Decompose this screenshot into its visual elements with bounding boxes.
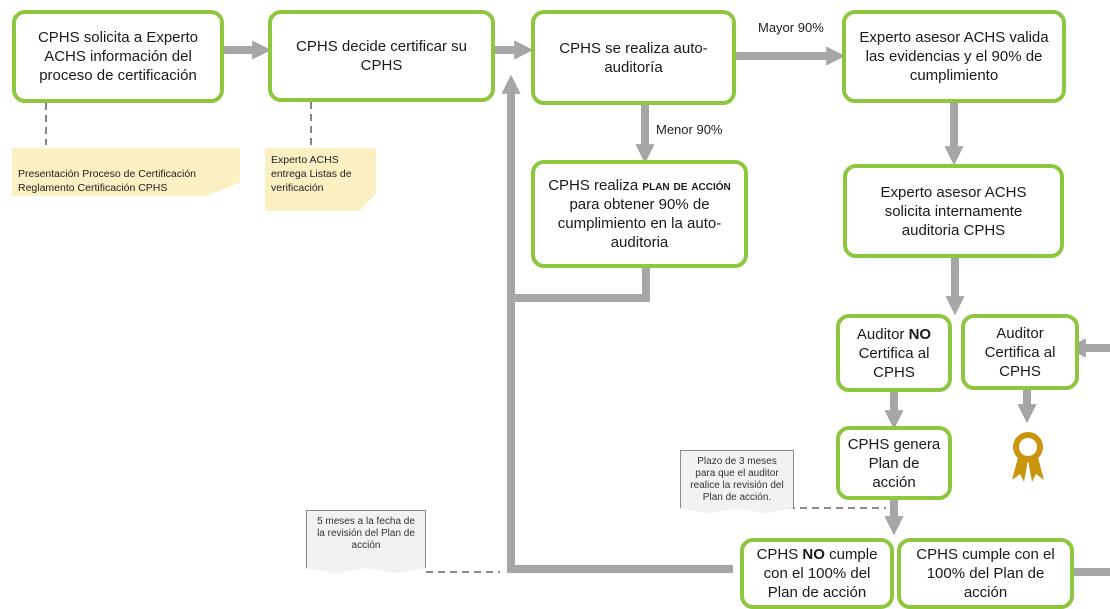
box-auditor-no-certifica: Auditor NO Certifica al CPHS [836,314,952,392]
box-auditor-certifica: Auditor Certifica al CPHS [961,314,1079,390]
doc-plazo-3-meses: Plazo de 3 meses para que el auditor rea… [680,450,794,514]
box-experto-valida-evidencias: Experto asesor ACHS valida las evidencia… [842,10,1066,103]
box-text: Experto asesor ACHS valida las evidencia… [859,29,1049,84]
label-menor-90: Menor 90% [656,122,723,137]
box-cphs-decide-certificar: CPHS decide certificar su CPHS [268,10,495,102]
box-text: Auditor Certifica al CPHS [984,324,1056,380]
box-text: CPHS genera Plan de acción [847,435,941,491]
box-cphs-cumple: CPHS cumple con el 100% del Plan de acci… [897,538,1074,609]
doc-5-meses: 5 meses a la fecha de la revisión del Pl… [306,510,426,574]
box-text: CPHS cumple con el 100% del Plan de acci… [916,546,1055,601]
note-text: Presentación Proceso de Certificación Re… [18,168,197,194]
box-cphs-genera-plan: CPHS genera Plan de acción [836,426,952,500]
note-experto-entrega-listas: Experto ACHS entrega Listas de verificac… [265,148,376,211]
box-text: CPHS solicita a Experto ACHS información… [37,29,199,84]
loop-b5-to-b3 [511,268,650,302]
note-text: Experto ACHS entrega Listas de verificac… [271,154,352,194]
award-ribbon-icon [1008,430,1048,484]
box-text: Experto asesor ACHS solicita internament… [880,183,1027,239]
box-text: CPHS decide certificar su CPHS [296,38,467,74]
loop-b10-to-b3 [501,74,733,573]
label-mayor-90: Mayor 90% [758,20,824,35]
box-cphs-solicita-informacion: CPHS solicita a Experto ACHS información… [12,10,224,103]
box-cphs-auto-auditoria: CPHS se realiza auto-auditoría [531,10,736,105]
box-cphs-no-cumple: CPHS NO cumple con el 100% del Plan de a… [740,538,894,609]
doc-text: Plazo de 3 meses para que el auditor rea… [690,456,784,503]
box-text: CPHS NO cumple con el 100% del Plan de a… [756,546,878,601]
box-experto-solicita-auditoria: Experto asesor ACHS solicita internament… [843,164,1064,258]
box-text: CPHS realiza plan de acción para obtener… [548,177,731,251]
box-text: CPHS se realiza auto-auditoría [559,39,708,76]
box-cphs-plan-de-accion: CPHS realiza plan de acción para obtener… [531,160,748,268]
note-presentacion-proceso: Presentación Proceso de Certificación Re… [12,148,240,196]
box-text: Auditor NO Certifica al CPHS [856,325,932,381]
doc-text: 5 meses a la fecha de la revisión del Pl… [317,516,415,551]
